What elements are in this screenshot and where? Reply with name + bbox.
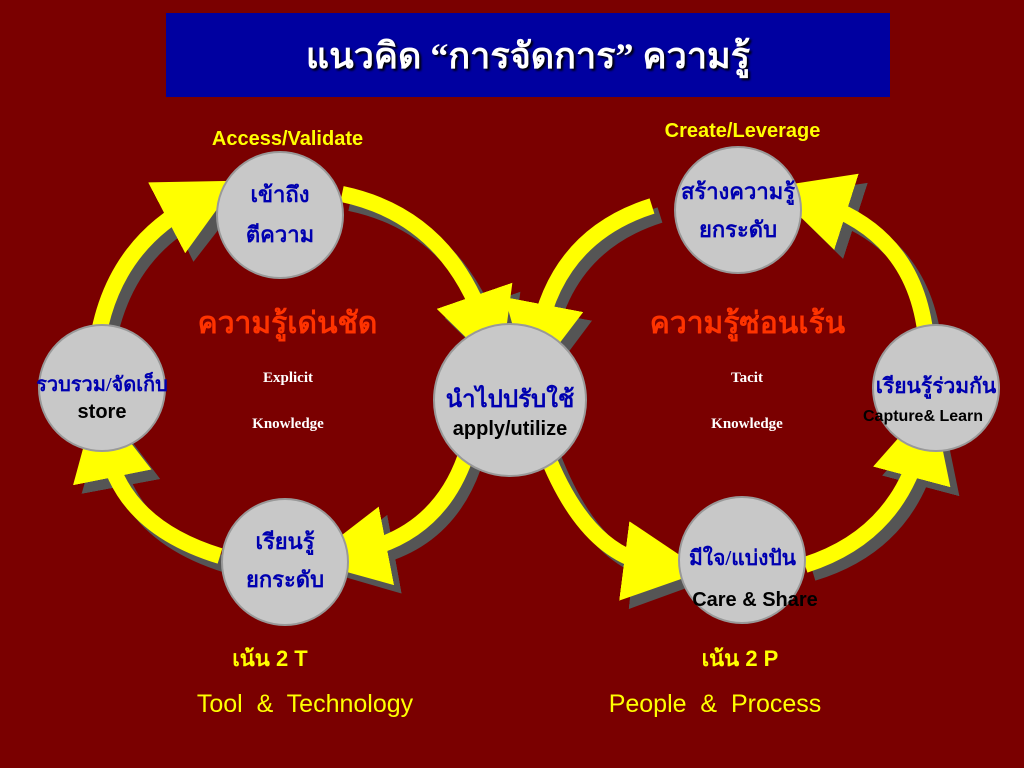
left-footer-eng: Tool & Technology [196, 690, 414, 718]
node-apply-thai: นำไปปรับใช้ [445, 387, 575, 413]
node-store-thai: รวบรวม/จัดเก็บ [36, 374, 168, 396]
left-center-eng-2: Knowledge [252, 416, 324, 432]
slide-title: แนวคิด “การจัดการ” ความรู้ [166, 13, 890, 97]
left-center-eng-1: Explicit [262, 370, 313, 386]
cycle-arrows [73, 173, 960, 610]
right-center-thai: ความรู้ซ่อนเร้น [649, 307, 846, 340]
node-learn-line1: เรียนรู้ [255, 529, 315, 554]
arrow-apply-to-learn-fg [307, 455, 473, 586]
node-learn-line2: ยกระดับ [245, 567, 325, 592]
arrow-learn-to-store-fg [73, 398, 223, 564]
arrow-access-to-apply-fg [340, 186, 513, 372]
right-footer-thai: เน้น 2 P [701, 646, 779, 671]
right-center-eng-1: Tacit [731, 370, 763, 386]
node-create [674, 146, 802, 274]
node-capture [872, 324, 1000, 452]
node-create-line2: ยกระดับ [698, 217, 778, 242]
right-cycle-header: Create/Leverage [664, 120, 821, 142]
right-center-eng-2: Knowledge [711, 416, 783, 432]
arrow-care-to-capture-fg [802, 399, 951, 573]
cycle-nodes [38, 146, 1000, 626]
arrow-create-to-apply-fg [504, 198, 655, 384]
node-care-thai: มีใจ/แบ่งปัน [688, 546, 797, 570]
node-create-line1: สร้างความรู้ [680, 179, 796, 204]
node-capture-eng: Capture& Learn [862, 408, 984, 425]
node-apply [433, 323, 587, 477]
node-care-eng: Care & Share [692, 589, 818, 611]
node-care [678, 496, 806, 624]
node-learn [221, 498, 349, 626]
node-access-line1: เข้าถึง [250, 182, 310, 207]
node-capture-thai: เรียนรู้ร่วมกัน [875, 374, 997, 398]
left-footer-thai: เน้น 2 T [232, 646, 308, 671]
arrow-apply-to-care-fg [537, 447, 704, 601]
node-apply-eng: apply/utilize [452, 418, 568, 440]
left-cycle-header: Access/Validate [211, 128, 364, 150]
node-access [216, 151, 344, 279]
left-center-thai: ความรู้เด่นชัด [197, 307, 378, 340]
arrow-capture-to-create-fg [770, 173, 935, 353]
right-footer-eng: People & Process [608, 690, 822, 718]
node-store [38, 324, 166, 452]
node-store-eng: store [77, 401, 127, 423]
node-access-line2: ตีความ [245, 222, 315, 247]
